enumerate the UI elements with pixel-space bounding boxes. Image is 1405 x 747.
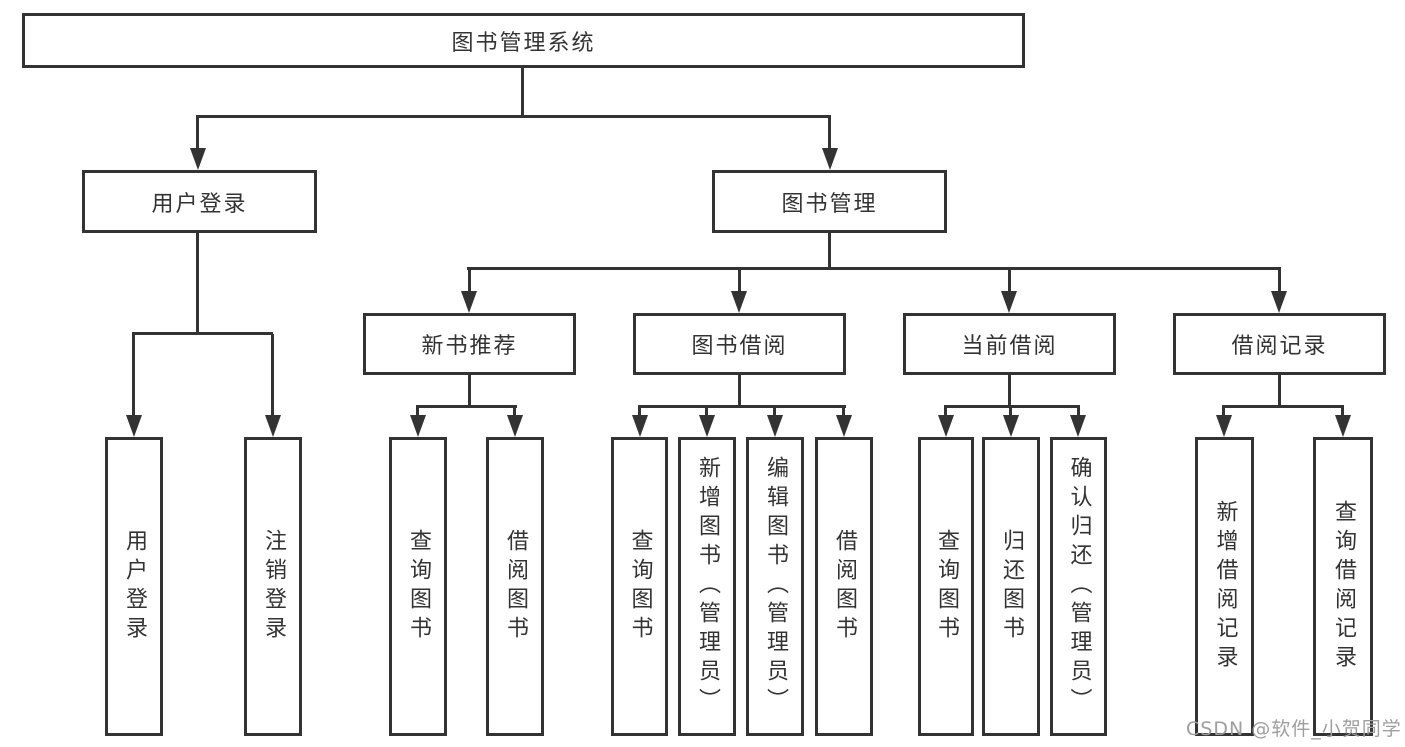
connector-line xyxy=(1341,407,1344,419)
connector-line xyxy=(1008,375,1011,408)
leaf-borrow-books-2: 借阅图书 xyxy=(815,437,873,736)
arrow-down-head xyxy=(126,415,142,437)
arrow-down-head xyxy=(1003,415,1019,437)
leaf-query-borrow-record: 查询借阅记录 xyxy=(1313,437,1373,736)
connector-line xyxy=(513,407,516,419)
leaf-edit-books-admin: 编辑图书（管理员） xyxy=(746,437,804,736)
leaf-confirm-return-admin: 确认归还（管理员） xyxy=(1050,437,1107,736)
arrow-down-head xyxy=(190,148,206,170)
node-current-borrowing: 当前借阅 xyxy=(903,313,1116,375)
leaf-borrow-books-1: 借阅图书 xyxy=(486,437,544,736)
connector-line xyxy=(132,334,135,417)
arrow-down-head xyxy=(699,415,715,437)
connector-line xyxy=(1008,269,1011,293)
arrow-down-head xyxy=(410,415,426,437)
arrow-down-head xyxy=(836,415,852,437)
node-book-borrowing: 图书借阅 xyxy=(633,313,846,375)
connector-line xyxy=(638,405,846,408)
arrow-down-head xyxy=(731,291,747,313)
arrow-down-head xyxy=(632,415,648,437)
csdn-watermark: CSDN @软件_小贺同学 xyxy=(1186,718,1402,740)
connector-line xyxy=(828,117,831,151)
connector-line xyxy=(638,407,641,419)
connector-line xyxy=(828,233,831,270)
arrow-down-head xyxy=(1216,415,1232,437)
connector-line xyxy=(416,407,419,419)
connector-line xyxy=(773,407,776,419)
node-user-login: 用户登录 xyxy=(82,170,317,233)
connector-line xyxy=(1222,407,1225,419)
node-library-management-system: 图书管理系统 xyxy=(22,13,1025,68)
leaf-query-books-1: 查询图书 xyxy=(389,437,447,736)
arrow-down-head xyxy=(265,415,281,437)
leaf-logout: 注销登录 xyxy=(244,437,302,736)
arrow-down-head xyxy=(507,415,523,437)
connector-line xyxy=(738,269,741,293)
leaf-return-books: 归还图书 xyxy=(982,437,1040,736)
connector-line xyxy=(468,269,471,293)
leaf-user-login: 用户登录 xyxy=(105,437,163,736)
arrow-down-head xyxy=(1271,291,1287,313)
connector-line xyxy=(944,405,1080,408)
connector-line xyxy=(196,117,199,151)
connector-line xyxy=(1278,269,1281,293)
connector-line xyxy=(738,375,741,408)
connector-line xyxy=(944,407,947,419)
connector-line xyxy=(1278,375,1281,408)
arrow-down-head xyxy=(1335,415,1351,437)
node-book-management: 图书管理 xyxy=(712,170,947,233)
arrow-down-head xyxy=(1001,291,1017,313)
connector-line xyxy=(1222,405,1344,408)
arrow-down-head xyxy=(1070,415,1086,437)
connector-line xyxy=(705,407,708,419)
connector-line xyxy=(196,233,199,335)
arrow-down-head xyxy=(767,415,783,437)
connector-line xyxy=(842,407,845,419)
connector-line xyxy=(132,332,273,335)
leaf-query-books-3: 查询图书 xyxy=(918,437,974,736)
leaf-query-books-2: 查询图书 xyxy=(611,437,668,736)
connector-line xyxy=(467,267,1281,270)
connector-line xyxy=(271,334,274,417)
connector-line xyxy=(1009,407,1012,419)
connector-line xyxy=(468,375,471,408)
connector-line xyxy=(521,68,524,118)
node-borrowing-records: 借阅记录 xyxy=(1173,313,1386,375)
arrow-down-head xyxy=(461,291,477,313)
connector-line xyxy=(416,405,517,408)
node-new-book-recommendation: 新书推荐 xyxy=(363,313,576,375)
leaf-add-books-admin: 新增图书（管理员） xyxy=(678,437,736,736)
connector-line xyxy=(1077,407,1080,419)
leaf-add-borrow-record: 新增借阅记录 xyxy=(1195,437,1254,736)
arrow-down-head xyxy=(938,415,954,437)
arrow-down-head xyxy=(822,148,838,170)
connector-line xyxy=(196,115,831,118)
